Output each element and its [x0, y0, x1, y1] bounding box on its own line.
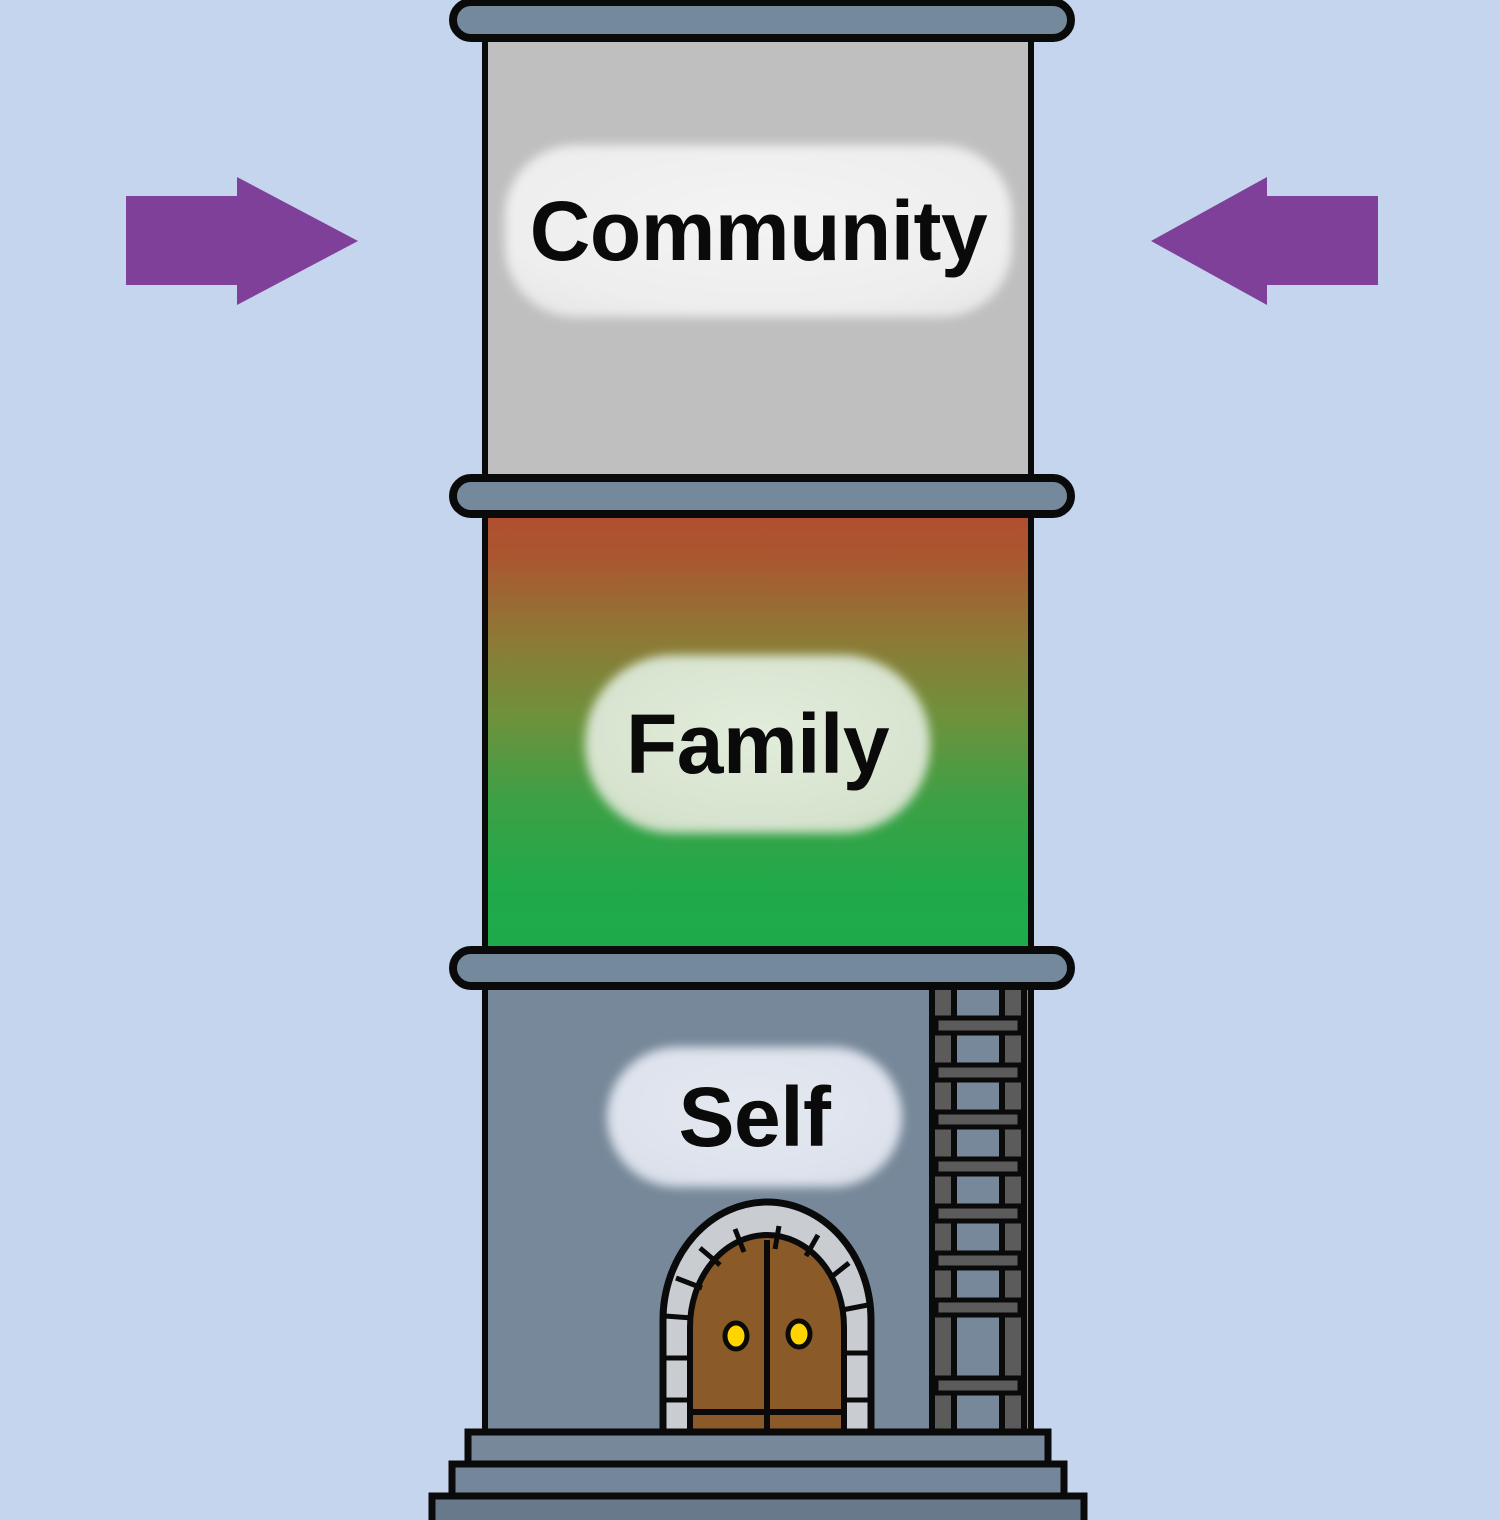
ladder-rung	[933, 1109, 1023, 1130]
foundation-tier-3	[428, 1492, 1088, 1520]
ladder[interactable]	[929, 972, 1027, 1445]
floor-band-community-family	[449, 474, 1075, 518]
floor-band-family-self	[449, 946, 1075, 990]
floor-band-top	[449, 0, 1075, 42]
label-pill-family-shape	[585, 655, 930, 833]
ladder-rung	[933, 1375, 1023, 1396]
arch-joint-lines	[663, 1225, 871, 1403]
label-pill-community-shape	[505, 145, 1012, 317]
foundation	[428, 1428, 1088, 1520]
ladder-rung	[933, 1297, 1023, 1318]
door-knob-right	[785, 1318, 813, 1350]
label-pill-self-shape	[607, 1047, 902, 1187]
left-inward-arrow	[126, 177, 358, 305]
ladder-rung	[933, 1250, 1023, 1271]
ladder-rung	[933, 1015, 1023, 1036]
ladder-rungs	[933, 1015, 1023, 1396]
foundation-tier-2	[448, 1460, 1068, 1502]
ladder-rung	[933, 1062, 1023, 1083]
door-knob-left	[722, 1320, 750, 1352]
arched-door[interactable]	[659, 1198, 875, 1444]
ladder-rung	[933, 1203, 1023, 1224]
right-inward-arrow	[1151, 177, 1378, 305]
ladder-rung	[933, 1156, 1023, 1177]
